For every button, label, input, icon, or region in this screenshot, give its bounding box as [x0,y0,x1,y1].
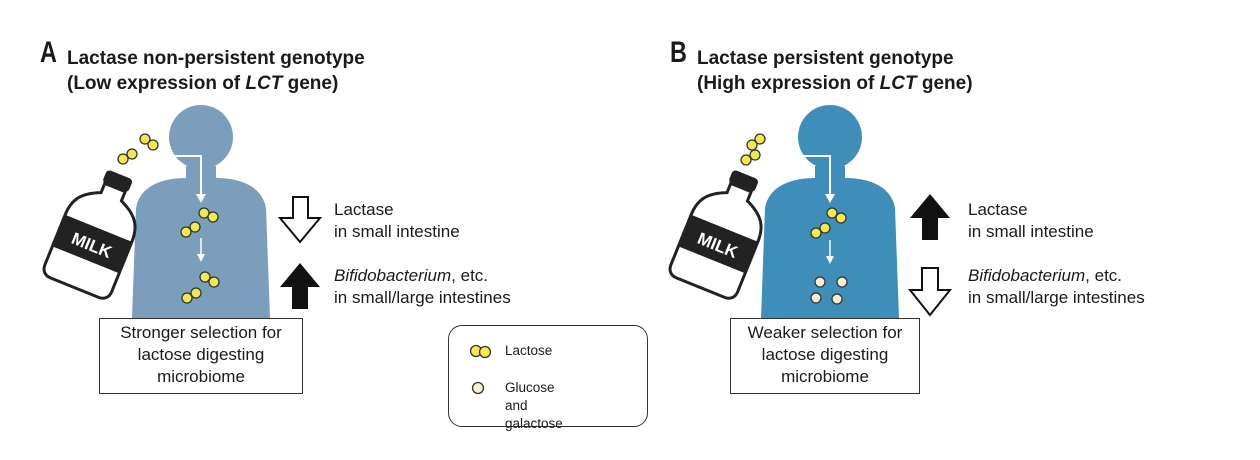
lactase-effect: Lactase in small intestine [334,200,460,241]
panel-letter: A [40,36,57,69]
legend-glucose-label: Glucose and galactose [505,380,563,431]
milk-bottle: MILK [42,170,137,300]
lactase-effect: Lactase in small intestine [968,200,1094,241]
lactose-molecule [826,207,838,219]
bifidobacterium-effect: Bifidobacterium, etc. in small/large int… [968,266,1145,307]
lactose-molecule [139,133,151,145]
lactose-molecule [740,154,752,166]
bifidobacterium-label: Bifidobacterium [334,266,452,285]
legend-lactose-label: Lactose [505,343,553,358]
ingestion-arrow [150,155,202,196]
bifidobacterium-up-arrow [280,263,320,309]
panel-a: A Lactase non-persistent genotype (Low e… [0,0,620,460]
lct-gene-label: LCT [245,73,283,94]
panel-b: B Lactase persistent genotype (High expr… [630,0,1250,460]
panel-title: Lactase persistent genotype (High expres… [697,46,973,96]
legend: Lactose Glucose and galactose [448,325,648,431]
lct-gene-label: LCT [879,73,917,94]
bifidobacterium-effect: Bifidobacterium, etc. in small/large int… [334,266,511,307]
ingestion-arrow-head [196,194,206,203]
title-line-2: (Low expression of LCT gene) [67,73,339,94]
ingestion-arrow [778,155,831,196]
digestion-arrow-head [197,254,205,262]
lactose-molecule [181,292,193,304]
lactose-molecule [180,226,192,238]
ingestion-arrow-head [825,194,835,203]
lactase-down-arrow [277,196,323,244]
title-line-1: Lactase persistent genotype [697,48,954,69]
title-line-2: (High expression of LCT gene) [697,73,973,94]
lactose-molecule [746,139,758,151]
lactose-molecule [117,153,129,165]
panel-b-illustration: MILK [668,105,953,318]
lactose-molecule [199,271,211,283]
panel-a-illustration: MILK [42,105,323,318]
selection-box: Stronger selection for lactose digesting… [99,318,303,394]
lactase-up-arrow [910,194,950,240]
glucose-molecule [810,292,822,304]
selection-box: Weaker selection for lactose digesting m… [730,318,920,394]
lactose-molecules [740,133,847,239]
lactose-molecule [198,207,210,219]
panel-letter: B [670,36,687,69]
glucose-molecules [810,276,848,305]
glucose-molecule [836,276,848,288]
digestion-arrow-head [826,256,834,264]
glucose-icon [471,381,485,395]
lactose-molecule [810,227,822,239]
glucose-molecule [831,293,843,305]
glucose-molecule [814,276,826,288]
milk-bottle: MILK [668,170,763,300]
title-line-1: Lactase non-persistent genotype [67,48,365,69]
lactose-icon [469,344,492,359]
bifidobacterium-label: Bifidobacterium [968,266,1086,285]
lactose-molecules [117,133,220,304]
panel-title: Lactase non-persistent genotype (Low exp… [67,46,365,96]
bifidobacterium-down-arrow [907,267,953,317]
